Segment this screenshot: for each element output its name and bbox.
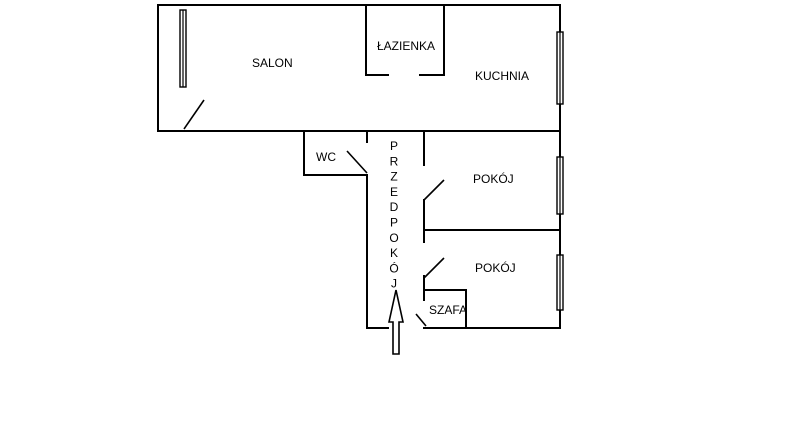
- entrance-arrow-icon: [388, 289, 404, 355]
- window-icon: [556, 156, 564, 215]
- door-swing-icon: [183, 99, 205, 130]
- door-swing-icon: [423, 179, 445, 201]
- room-label-pokoj-lower: POKÓJ: [475, 260, 516, 275]
- hallway-letter: P: [390, 139, 398, 153]
- room-label-salon: SALON: [252, 56, 293, 70]
- wall-bathroom-right: [419, 4, 445, 76]
- room-label-lazienka: ŁAZIENKA: [377, 39, 435, 53]
- door-swing-icon: [415, 313, 427, 327]
- wall-top-outline: [157, 4, 561, 132]
- hallway-letter: D: [390, 200, 399, 214]
- window-icon: [556, 254, 564, 311]
- window-icon: [556, 31, 564, 105]
- wall-wc: [303, 130, 368, 176]
- room-label-pokoj-upper: POKÓJ: [473, 171, 514, 186]
- hallway-letter: E: [390, 185, 398, 199]
- hallway-letter: Z: [390, 170, 397, 184]
- hallway-letter: O: [389, 231, 398, 245]
- hallway-letter: R: [390, 154, 399, 168]
- wall-hall-left: [366, 174, 389, 329]
- room-label-wc: WC: [316, 150, 336, 164]
- hallway-letter: P: [390, 216, 398, 230]
- hallway-letter: K: [390, 246, 398, 260]
- window-icon: [179, 9, 187, 88]
- hallway-letter: J: [391, 277, 397, 291]
- room-label-kuchnia: KUCHNIA: [475, 69, 529, 83]
- room-labels: SALON ŁAZIENKA KUCHNIA WC POKÓJ POKÓJ SZ…: [252, 39, 529, 317]
- room-label-szafa: SZAFA: [429, 303, 467, 317]
- door-swing-icon: [346, 150, 368, 174]
- door-swing-icon: [423, 257, 445, 279]
- windows: [179, 9, 564, 311]
- doors: [183, 99, 445, 327]
- wall-bathroom-left: [365, 4, 389, 76]
- walls: [157, 4, 561, 329]
- wall-szafa: [423, 289, 467, 329]
- hallway-letter: Ó: [389, 260, 398, 275]
